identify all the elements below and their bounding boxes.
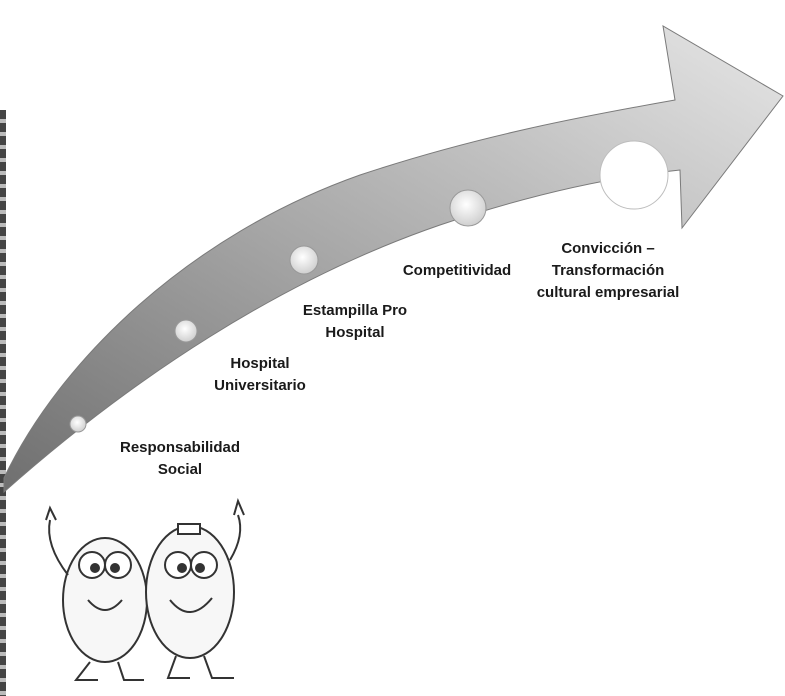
milestone-label-estampilla: Estampilla Pro Hospital [302, 302, 408, 341]
milestone-label-conviccion: Convicción – Transformación cultural emp… [536, 240, 680, 301]
milestone-label-responsabilidad-social: Responsabilidad Social [119, 439, 241, 478]
milestone-dot-icon [449, 189, 487, 227]
left-edge-bar [0, 110, 6, 696]
milestone-label-hospital-universitario: Hospital Universitario [214, 355, 306, 394]
cartoon-mascots-icon [45, 498, 245, 681]
milestone-dot-icon [599, 140, 669, 210]
curved-arrow-shape [3, 25, 784, 494]
milestone-label-competitividad: Competitividad [402, 262, 512, 279]
milestone-dot-icon [174, 319, 198, 343]
milestone-dot-icon [69, 415, 87, 433]
milestone-dot-icon [289, 245, 319, 275]
